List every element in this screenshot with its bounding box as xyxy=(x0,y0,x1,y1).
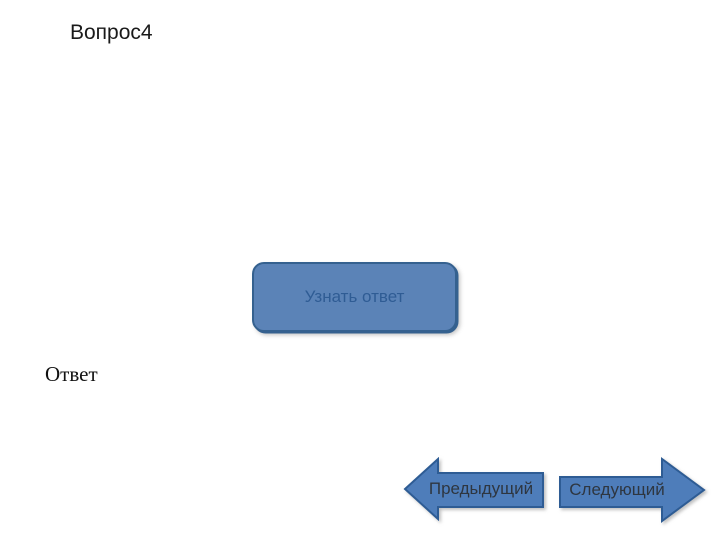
previous-button[interactable]: Предыдущий xyxy=(403,457,545,521)
answer-label: Ответ xyxy=(45,362,98,386)
next-button[interactable]: Следующий xyxy=(558,457,706,523)
right-arrow-shape xyxy=(559,457,706,523)
left-arrow-icon xyxy=(403,457,544,521)
left-arrow-shape xyxy=(403,457,544,521)
question-title: Вопрос4 xyxy=(70,21,153,44)
right-arrow-icon xyxy=(559,457,706,523)
reveal-answer-button[interactable]: Узнать ответ xyxy=(252,262,457,332)
